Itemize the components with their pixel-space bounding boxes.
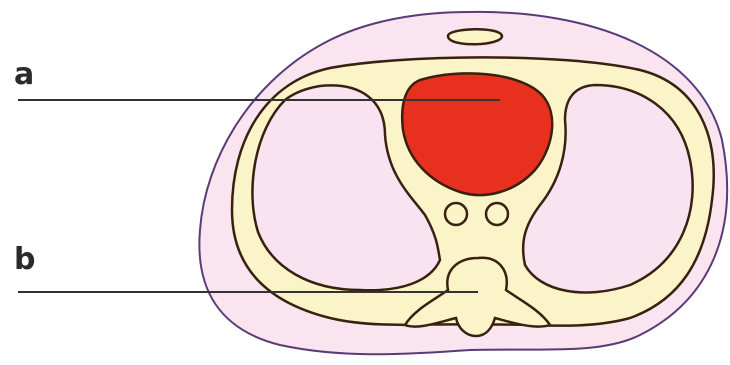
- aorta: [486, 203, 508, 225]
- sternum: [448, 29, 502, 44]
- label-b: b: [14, 245, 35, 275]
- label-a: a: [14, 60, 34, 90]
- esophagus: [445, 203, 467, 225]
